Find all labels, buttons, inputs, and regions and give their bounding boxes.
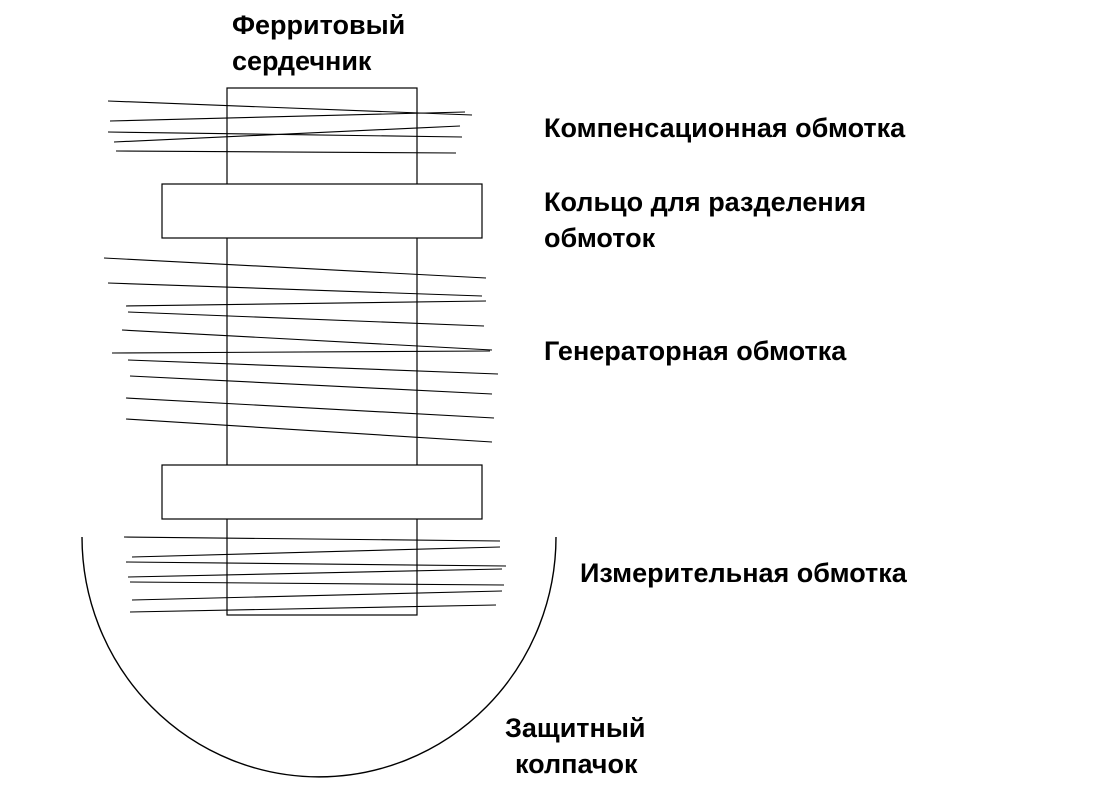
winding-turn bbox=[125, 397, 495, 419]
separator-ring-upper bbox=[161, 183, 483, 239]
generator-winding bbox=[103, 257, 499, 443]
winding-turn bbox=[125, 561, 507, 567]
winding-turn bbox=[131, 546, 501, 558]
separator-ring-lower bbox=[161, 464, 483, 520]
winding-turn bbox=[111, 350, 491, 354]
winding-turn bbox=[109, 111, 466, 122]
label-measuring-winding: Измерительная обмотка bbox=[580, 558, 907, 588]
winding-turn bbox=[129, 375, 493, 395]
winding-turn bbox=[107, 282, 483, 297]
winding-turn bbox=[127, 568, 503, 578]
label-separator-ring: Кольцо для разделения обмоток bbox=[544, 187, 867, 253]
winding-turn bbox=[123, 536, 501, 542]
winding-turn bbox=[115, 150, 457, 154]
winding-turn bbox=[127, 311, 485, 327]
winding-turn bbox=[127, 359, 499, 375]
winding-turn bbox=[121, 329, 493, 351]
winding-turn bbox=[129, 604, 497, 613]
winding-turn bbox=[131, 590, 503, 601]
winding-turn bbox=[125, 300, 487, 307]
winding-turn bbox=[129, 581, 505, 586]
protective-cap bbox=[81, 536, 557, 778]
winding-turn bbox=[125, 418, 493, 443]
label-generator-winding: Генераторная обмотка bbox=[544, 336, 847, 366]
winding-turn bbox=[113, 125, 461, 143]
winding-turn bbox=[107, 100, 473, 116]
measuring-winding bbox=[123, 536, 507, 613]
winding-turn bbox=[103, 257, 487, 279]
label-protective-cap: Защитный колпачок bbox=[505, 713, 646, 779]
label-ferrite-core: Ферритовый сердечник bbox=[232, 10, 406, 76]
label-compensation-winding: Компенсационная обмотка bbox=[544, 113, 906, 143]
compensation-winding bbox=[107, 100, 473, 154]
